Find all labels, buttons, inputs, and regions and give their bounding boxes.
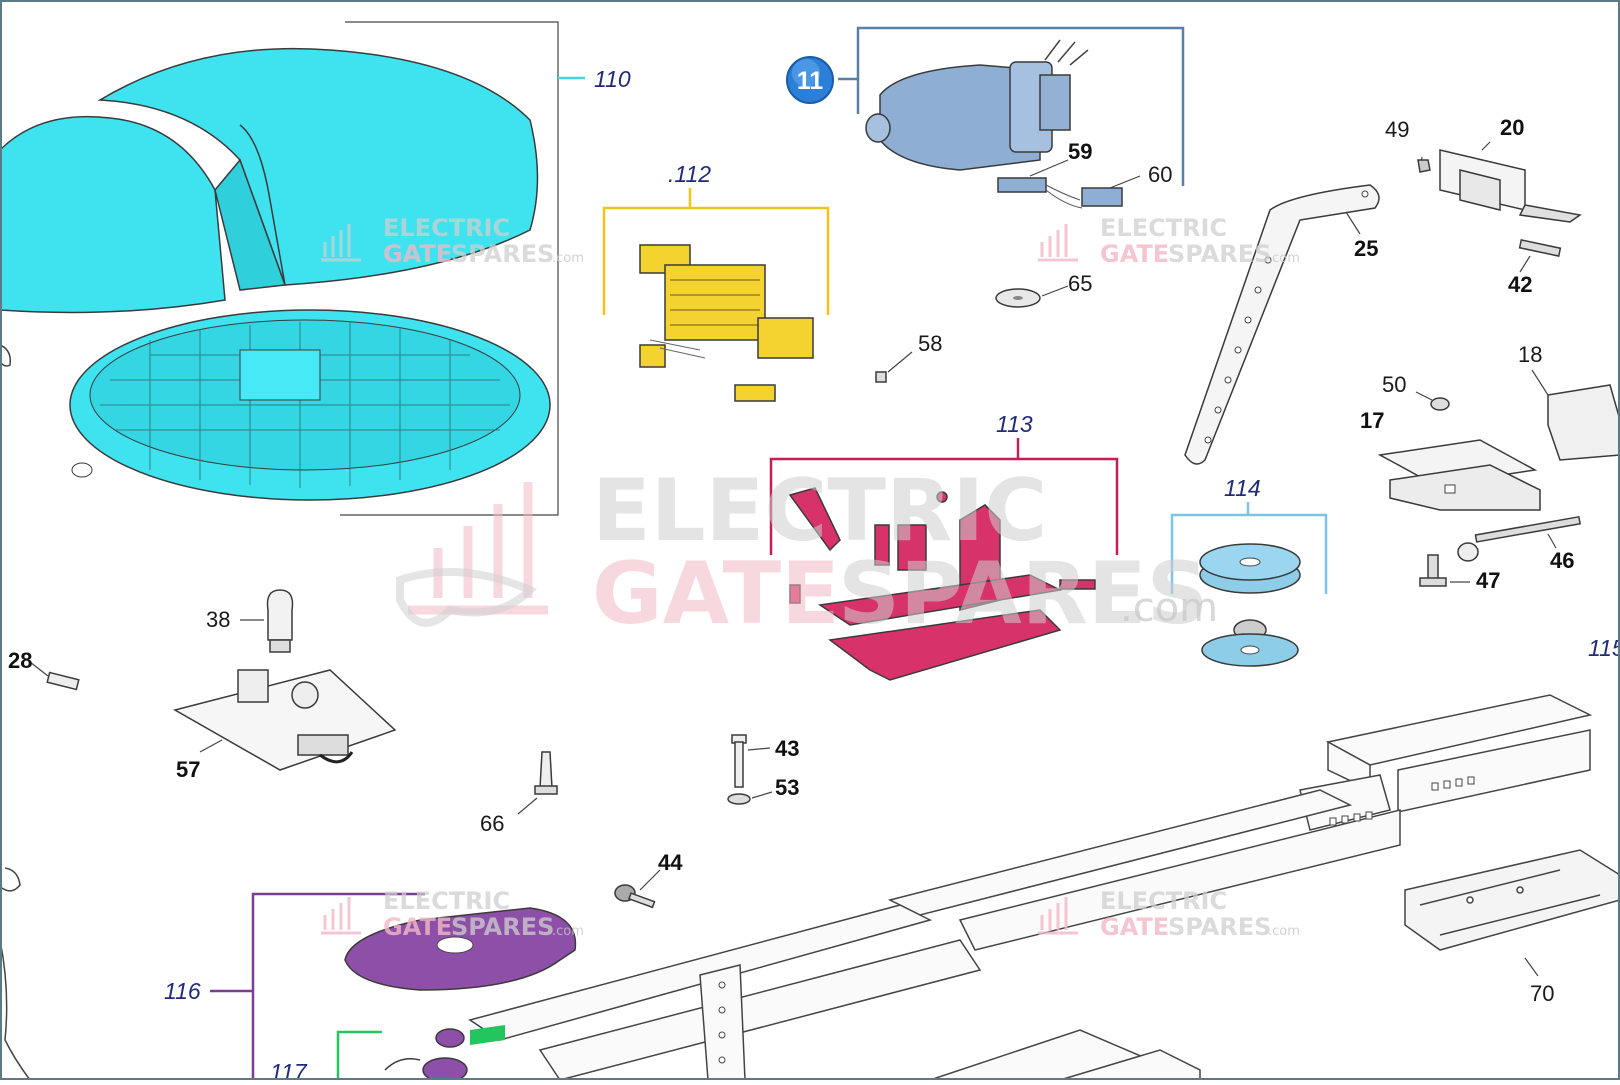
part-25-arm: [1184, 184, 1380, 465]
watermark-small-3: ELECTRIC GATE SPARES .com: [321, 887, 584, 941]
part-18-clip: [1531, 369, 1620, 461]
group-label-110: 110: [594, 66, 631, 92]
part-label-53: 53: [775, 775, 799, 800]
part-label-57: 57: [176, 757, 200, 782]
watermark-word2b: SPARES: [451, 913, 554, 941]
part-label-46: 46: [1550, 548, 1574, 573]
bracket-116: [210, 892, 425, 1080]
part-label-44: 44: [658, 850, 683, 875]
part-70-bracket: [1404, 849, 1620, 977]
part-label-70: 70: [1530, 981, 1554, 1006]
part-43-53-bolt: [727, 734, 773, 805]
part-label-18: 18: [1518, 342, 1542, 367]
part-46-bolt: [1457, 515, 1581, 562]
watermark-word2a: GATE: [383, 240, 452, 268]
watermark-word2b: SPARES: [838, 544, 1209, 644]
group-label-114: 114: [1224, 475, 1261, 501]
watermark-suffix: .com: [1268, 251, 1300, 266]
watermark-suffix: .com: [1268, 924, 1300, 939]
group-label-116: 116: [164, 978, 201, 1004]
watermark-word1: ELECTRIC: [383, 887, 510, 915]
watermark-word2a: GATE: [383, 913, 452, 941]
part-59-60: [997, 159, 1141, 209]
part-label-25: 25: [1354, 236, 1378, 261]
left-edge-fragments: [0, 344, 31, 1081]
part-47-screw: [1419, 554, 1470, 587]
pulleys-114: [1199, 543, 1301, 667]
watermark-word2a: GATE: [592, 544, 840, 644]
part-label-43: 43: [775, 736, 799, 761]
purple-cover-116: [344, 907, 577, 991]
part-label-59: 59: [1068, 139, 1092, 164]
bracket-110: [340, 21, 585, 516]
watermark-word1: ELECTRIC: [592, 461, 1047, 561]
part-label-60: 60: [1148, 162, 1172, 187]
bracket-112: [602, 188, 830, 315]
part-label-58: 58: [918, 331, 942, 356]
part-17-plate: [1377, 439, 1541, 511]
part-label-17: 17: [1360, 408, 1384, 433]
part-65-washer: [995, 285, 1069, 308]
motor-11: [865, 39, 1089, 171]
part-label-42: 42: [1508, 272, 1532, 297]
part-50-nut: [1415, 391, 1450, 411]
part-label-38: 38: [206, 607, 230, 632]
watermark-word2b: SPARES: [1168, 913, 1271, 941]
part-label-49: 49: [1385, 117, 1409, 142]
watermark-word1: ELECTRIC: [383, 214, 510, 242]
carriage-113: [788, 487, 1096, 681]
watermark-word1: ELECTRIC: [1100, 214, 1227, 242]
part-117-gears: [384, 1025, 505, 1083]
watermark-word2a: GATE: [1100, 913, 1169, 941]
part-38-bulb: [240, 589, 294, 653]
part-110-cover-assembly: [0, 47, 551, 501]
watermark-small-2: ELECTRIC GATE SPARES .com: [1038, 214, 1300, 268]
part-label-20: 20: [1500, 115, 1524, 140]
watermark-small-4: ELECTRIC GATE SPARES .com: [1038, 887, 1300, 941]
bracket-114: [1170, 502, 1328, 594]
part-label-50: 50: [1382, 372, 1406, 397]
group-label-117: 117: [270, 1059, 308, 1080]
group-label-112: .112: [668, 161, 711, 187]
badge-11: 11: [786, 56, 834, 104]
bracket-11: [838, 26, 1185, 186]
group-label-113: 113: [996, 411, 1033, 437]
part-label-65: 65: [1068, 271, 1092, 296]
part-49-20-bracket: [1417, 141, 1582, 223]
bracket-113: [769, 438, 1119, 555]
part-28-fuse: [29, 661, 80, 691]
badge-11-label: 11: [797, 67, 824, 95]
watermark-suffix: .com: [552, 924, 584, 939]
part-58: [875, 351, 913, 383]
part-label-66: 66: [480, 811, 504, 836]
bracket-117: [336, 1030, 382, 1080]
watermark-word2a: GATE: [1100, 240, 1169, 268]
part-44-screw: [614, 869, 661, 909]
group-label-115: 115: [1588, 635, 1620, 661]
watermark-small-1: ELECTRIC GATE SPARES .com: [321, 214, 584, 268]
rail-assembly: [468, 694, 1593, 1081]
watermark-big: ELECTRIC GATE SPARES .com: [396, 461, 1218, 644]
part-label-28: 28: [8, 648, 32, 673]
part-42-bolt: [1518, 239, 1562, 273]
watermark-suffix: .com: [552, 251, 584, 266]
watermark-word1: ELECTRIC: [1100, 887, 1227, 915]
watermark-word2b: SPARES: [451, 240, 554, 268]
transformer-112: [639, 244, 814, 402]
part-57-board: [173, 669, 397, 771]
watermark-suffix: .com: [1120, 585, 1218, 631]
rail-holes: [718, 776, 1475, 1064]
part-label-47: 47: [1476, 568, 1500, 593]
watermark-word2b: SPARES: [1168, 240, 1271, 268]
part-66-screw: [517, 751, 558, 815]
